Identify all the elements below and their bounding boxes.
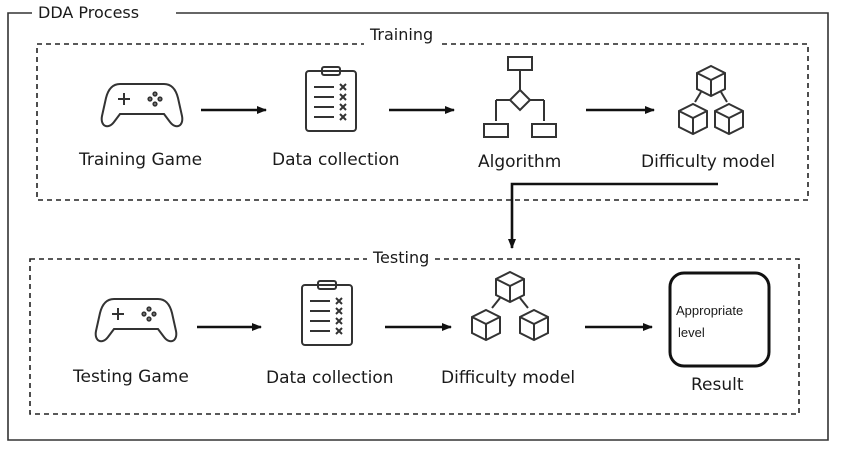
training-step-label: Training Game [79, 150, 203, 170]
training-title: Training [364, 25, 440, 45]
gamepad-icon [94, 298, 178, 343]
testing-title: Testing [367, 248, 436, 268]
testing-step-label: Result [691, 375, 744, 395]
gamepad-icon [100, 83, 184, 128]
training-box [36, 43, 809, 201]
training-step-label: Difficulty model [641, 152, 776, 172]
testing-step-label: Testing Game [73, 367, 189, 387]
testing-step-label: Data collection [266, 368, 394, 388]
result-box-line1: Appropriate [676, 303, 744, 318]
connector-arrow [508, 182, 718, 249]
clipboard-checklist-icon [301, 280, 353, 346]
cubes-icon [471, 270, 549, 342]
training-step-label: Data collection [272, 150, 400, 170]
outer-frame [7, 12, 829, 441]
testing-box [29, 258, 800, 415]
cubes-icon [678, 64, 744, 136]
result-box [668, 271, 771, 368]
outer-title: DDA Process [33, 3, 145, 23]
training-step-label: Algorithm [478, 152, 562, 172]
result-box-line2: level [678, 325, 705, 340]
testing-step-label: Difficulty model [441, 368, 576, 388]
flowchart-icon [483, 56, 557, 138]
clipboard-checklist-icon [305, 66, 357, 132]
